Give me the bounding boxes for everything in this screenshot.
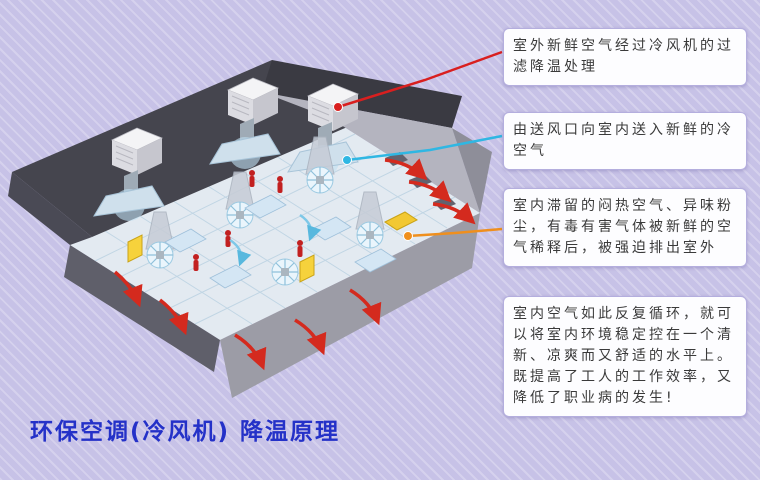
exhaust-point-dot xyxy=(403,231,413,241)
yellow-equipment xyxy=(127,211,418,283)
callout-text: 室内空气如此反复循环，就可以将室内环境稳定控在一个清新、凉爽而又舒适的水平上。既… xyxy=(513,306,734,406)
callout-circulation-benefits: 室内空气如此反复循环，就可以将室内环境稳定控在一个清新、凉爽而又舒适的水平上。既… xyxy=(503,296,747,417)
supply-air-arrows xyxy=(229,213,322,267)
roof-right-band xyxy=(262,60,462,128)
callout-text: 室外新鲜空气经过冷风机的过滤降温处理 xyxy=(513,38,734,75)
supply-point-dot xyxy=(342,155,352,165)
callout-connectors xyxy=(337,50,503,238)
roof-right-slope xyxy=(262,92,480,213)
callout-exhaust-air: 室内滞留的闷热空气、异味粉尘，有毒有害气体被新鲜的空气稀释后，被强迫排出室外 xyxy=(503,188,747,267)
right-gable xyxy=(452,128,492,213)
callout-line-intake xyxy=(337,50,503,109)
callout-supply-air: 由送风口向室内送入新鲜的冷空气 xyxy=(503,112,747,170)
exhaust-air-arrows xyxy=(113,158,476,371)
front-wall xyxy=(220,213,480,398)
left-gable xyxy=(8,172,92,245)
intake-point-dot xyxy=(333,102,343,112)
callout-text: 由送风口向室内送入新鲜的冷空气 xyxy=(513,122,734,159)
callout-text: 室内滞留的闷热空气、异味粉尘，有毒有害气体被新鲜的空气稀释后，被强迫排出室外 xyxy=(513,198,734,256)
callout-line-exhaust xyxy=(407,227,503,238)
page-title: 环保空调(冷风机) 降温原理 xyxy=(30,419,341,445)
callout-line-supply xyxy=(346,134,503,162)
front-left-wall xyxy=(64,245,220,372)
callout-fresh-air-intake: 室外新鲜空气经过冷风机的过滤降温处理 xyxy=(503,28,747,86)
